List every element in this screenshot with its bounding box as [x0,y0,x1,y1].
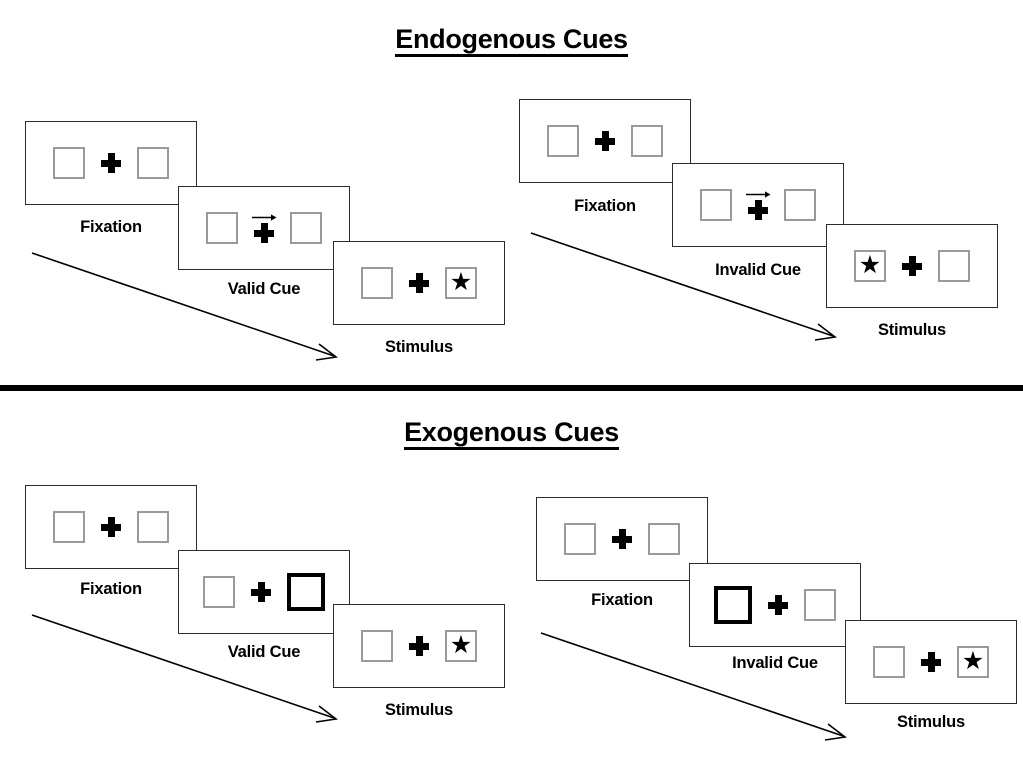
panel-content: ★ [334,267,504,299]
placeholder-box-right-target: ★ [445,267,477,299]
placeholder-box-right-target: ★ [445,630,477,662]
section-divider [0,385,1023,391]
section-title-exogenous: Exogenous Cues [0,417,1023,451]
panel-content [26,147,196,179]
stage-label-exogenous-valid-cue: Valid Cue [227,643,301,661]
stage-label-endogenous-valid-stimulus: Stimulus [384,338,454,356]
fixation-cross-icon [254,223,274,243]
star-icon: ★ [858,251,882,279]
panel-content [520,125,690,157]
placeholder-box-left [361,630,393,662]
section-title-exogenous-text: Exogenous Cues [404,418,619,451]
panel-exogenous-valid-fixation[interactable] [25,485,197,569]
fixation-cross-icon [101,153,121,173]
time-flow-arrow-exogenous-invalid [540,632,847,741]
panel-endogenous-invalid-fixation[interactable] [519,99,691,183]
central-cue [745,190,771,220]
panel-content [179,573,349,611]
panel-exogenous-valid-stimulus[interactable]: ★ [333,604,505,688]
time-flow-arrow-endogenous-invalid [530,232,837,341]
stage-label-endogenous-valid-fixation: Fixation [80,218,142,236]
panel-content [537,523,707,555]
placeholder-box-left [53,511,85,543]
placeholder-box-right [137,147,169,179]
placeholder-box-right [137,511,169,543]
panel-endogenous-valid-stimulus[interactable]: ★ [333,241,505,325]
placeholder-box-left [206,212,238,244]
stage-label-endogenous-invalid-fixation: Fixation [574,197,636,215]
placeholder-box-right-target: ★ [957,646,989,678]
panel-content [673,189,843,221]
fixation-cross-icon [409,273,429,293]
fixation-cross-icon [768,595,788,615]
placeholder-box-left [700,189,732,221]
star-icon: ★ [449,631,473,659]
fixation-cross-icon [921,652,941,672]
stage-label-exogenous-valid-stimulus: Stimulus [384,701,454,719]
arrow-right-icon [746,191,771,198]
star-icon: ★ [449,268,473,296]
section-title-endogenous: Endogenous Cues [0,24,1023,58]
placeholder-box-left [361,267,393,299]
fixation-cross-icon [251,582,271,602]
panel-content [179,212,349,244]
fixation-cross-icon [902,256,922,276]
time-flow-arrow-exogenous-valid [31,614,338,723]
stage-label-exogenous-invalid-stimulus: Stimulus [896,713,966,731]
panel-exogenous-invalid-fixation[interactable] [536,497,708,581]
stage-label-endogenous-invalid-stimulus: Stimulus [877,321,947,339]
placeholder-box-left [53,147,85,179]
panel-endogenous-invalid-stimulus[interactable]: ★ [826,224,998,308]
panel-endogenous-invalid-cue[interactable] [672,163,844,247]
panel-exogenous-invalid-stimulus[interactable]: ★ [845,620,1017,704]
fixation-cross-icon [612,529,632,549]
stage-label-exogenous-valid-fixation: Fixation [80,580,142,598]
panel-content: ★ [846,646,1016,678]
fixation-cross-icon [101,517,121,537]
placeholder-box-right [784,189,816,221]
arrow-right-icon [252,214,277,221]
panel-endogenous-valid-cue[interactable] [178,186,350,270]
panel-content [26,511,196,543]
placeholder-box-left-cued [714,586,752,624]
fixation-cross-icon [748,200,768,220]
fixation-cross-icon [409,636,429,656]
placeholder-box-left [547,125,579,157]
placeholder-box-right [290,212,322,244]
placeholder-box-left [564,523,596,555]
panel-content: ★ [334,630,504,662]
central-cue [251,213,277,243]
stage-label-exogenous-invalid-cue: Invalid Cue [732,654,818,672]
placeholder-box-right [648,523,680,555]
panel-endogenous-valid-fixation[interactable] [25,121,197,205]
stage-label-endogenous-invalid-cue: Invalid Cue [715,261,801,279]
placeholder-box-right [804,589,836,621]
time-flow-arrow-endogenous-valid [31,252,338,361]
placeholder-box-left-target: ★ [854,250,886,282]
section-title-endogenous-text: Endogenous Cues [395,25,628,58]
placeholder-box-right-cued [287,573,325,611]
placeholder-box-left [873,646,905,678]
placeholder-box-right [938,250,970,282]
stage-label-endogenous-valid-cue: Valid Cue [227,280,301,298]
star-icon: ★ [961,647,985,675]
placeholder-box-left [203,576,235,608]
panel-exogenous-invalid-cue[interactable] [689,563,861,647]
placeholder-box-right [631,125,663,157]
fixation-cross-icon [595,131,615,151]
panel-content [690,586,860,624]
stage-label-exogenous-invalid-fixation: Fixation [591,591,653,609]
panel-exogenous-valid-cue[interactable] [178,550,350,634]
panel-content: ★ [827,250,997,282]
